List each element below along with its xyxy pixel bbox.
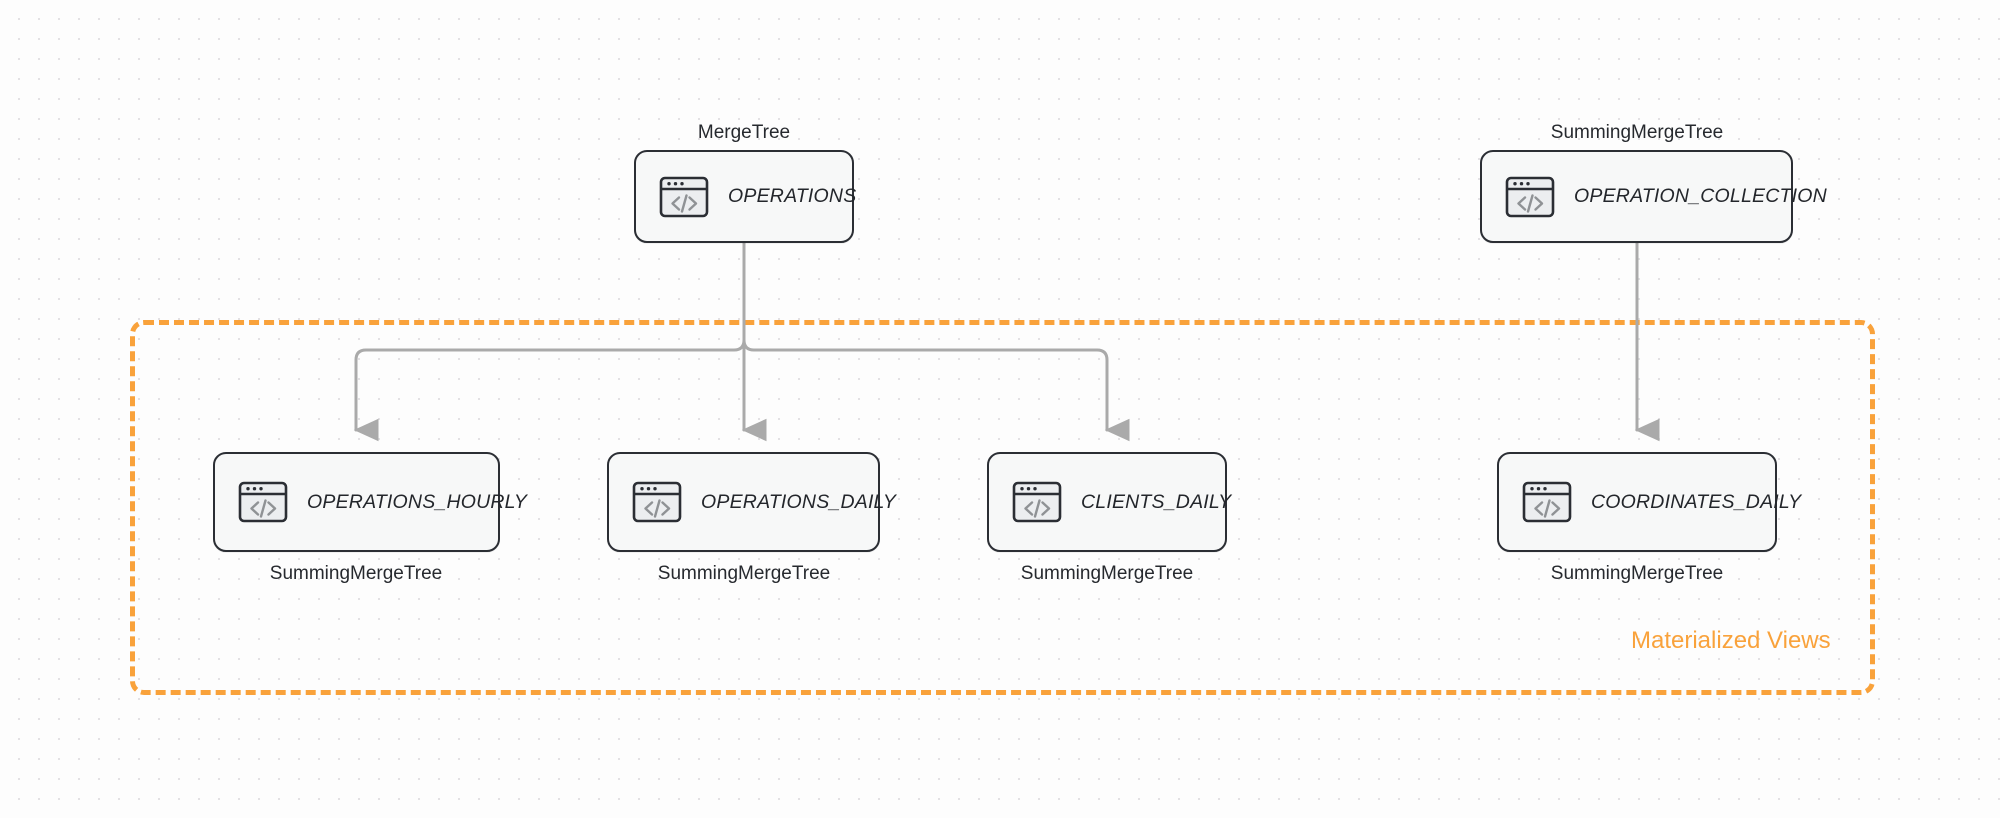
code-window-icon — [1505, 176, 1555, 217]
node-label-operations-daily: OPERATIONS_DAILY — [701, 490, 897, 513]
node-coordinates-daily[interactable]: COORDINATES_DAILY — [1497, 452, 1801, 552]
code-window-icon — [1522, 481, 1572, 523]
engine-label-operation-collection: SummingMergeTree — [1550, 122, 1724, 143]
code-window-icon — [659, 176, 709, 217]
engine-label-coordinates-daily: SummingMergeTree — [1550, 563, 1724, 584]
node-clients-daily[interactable]: CLIENTS_DAILY — [987, 452, 1231, 552]
code-window-icon — [632, 481, 682, 523]
node-label-operations: OPERATIONS — [728, 185, 857, 207]
node-operation-collection[interactable]: OPERATION_COLLECTION — [1480, 150, 1827, 243]
engine-label-operations-hourly: SummingMergeTree — [269, 563, 443, 584]
node-label-clients-daily: CLIENTS_DAILY — [1081, 490, 1232, 513]
engine-label-clients-daily: SummingMergeTree — [1020, 563, 1194, 584]
engine-label-operations-daily: SummingMergeTree — [657, 563, 831, 584]
code-window-icon — [1012, 481, 1062, 523]
node-operations-daily[interactable]: OPERATIONS_DAILY — [607, 452, 896, 552]
node-label-operation-collection: OPERATION_COLLECTION — [1574, 185, 1827, 207]
node-label-coordinates-daily: COORDINATES_DAILY — [1591, 490, 1802, 513]
engine-label-operations: MergeTree — [697, 122, 791, 143]
node-operations[interactable]: OPERATIONS — [634, 150, 857, 243]
materialized-views-group-label: Materialized Views — [1631, 627, 1831, 654]
node-operations-hourly[interactable]: OPERATIONS_HOURLY — [213, 452, 527, 552]
code-window-icon — [238, 481, 288, 523]
node-label-operations-hourly: OPERATIONS_HOURLY — [307, 490, 528, 513]
